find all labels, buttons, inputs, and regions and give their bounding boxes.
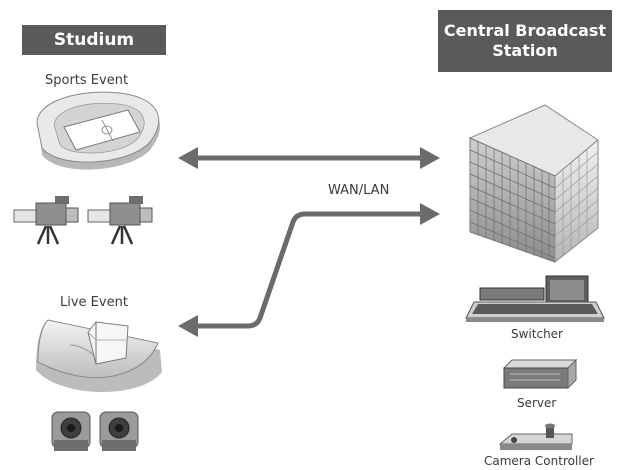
server-label: Server [517,396,557,410]
live-stage-icon [36,319,162,393]
server-icon [502,358,578,390]
live-event-arrow [178,203,440,337]
sports-event-label: Sports Event [45,73,129,88]
camera-controller-label: Camera Controller [484,454,594,468]
broadcast-camera-icon [87,196,153,245]
switcher-icon [465,275,605,322]
camera-controller-icon [498,423,573,450]
stadium-icon [36,91,161,170]
ptz-camera-icon [51,411,91,451]
studium-header-label: Studium [53,30,135,50]
studium-header: Studium [22,25,166,55]
wan-lan-label: WAN/LAN [328,183,390,198]
live-event-label: Live Event [60,295,128,310]
central-broadcast-station-header: Central Broadcast Station [438,10,612,72]
ptz-camera-icon [99,411,139,451]
central-header-line2: Station [492,41,558,60]
wan-lan-arrow [178,147,440,169]
central-header-line1: Central Broadcast [443,21,607,40]
broadcast-camera-icon [13,196,79,245]
broadcast-station-building-icon [468,104,599,264]
switcher-label: Switcher [511,327,563,341]
